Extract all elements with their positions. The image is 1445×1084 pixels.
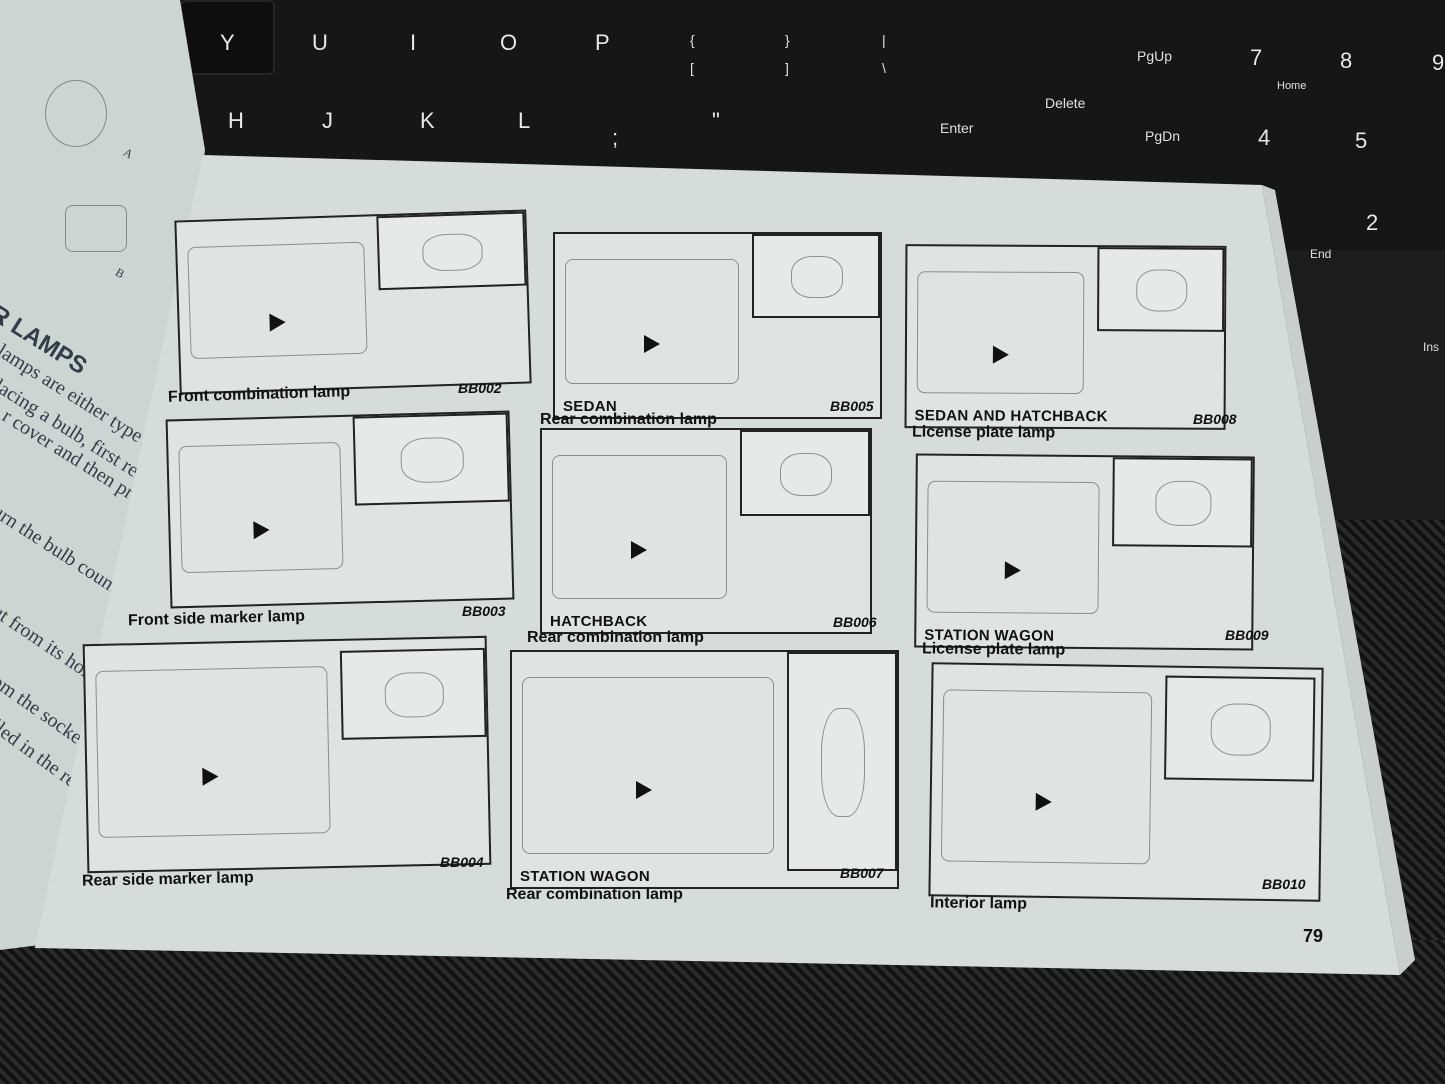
figure-caption: Rear side marker lamp [81, 869, 254, 890]
arrow-icon [202, 767, 219, 786]
illustration-panel [165, 410, 515, 609]
bulb-detail-inset [787, 652, 897, 871]
vehicle-sketch [940, 689, 1153, 865]
bulb-detail-inset [740, 430, 870, 516]
key-label: PgDn [1145, 128, 1181, 144]
arrow-icon [992, 345, 1009, 364]
key-label: ] [785, 60, 789, 76]
figure-code: BB006 [833, 614, 877, 630]
vehicle-sketch [916, 271, 1085, 395]
variant-label: HATCHBACK [550, 613, 648, 630]
figure-code: BB002 [458, 380, 502, 396]
bulb-sketch [1210, 703, 1272, 757]
arrow-icon [1004, 561, 1021, 580]
key-label: " [712, 108, 720, 133]
bulb-diagram-b [65, 205, 127, 252]
key-label: J [322, 108, 333, 133]
variant-label: SEDAN AND HATCHBACK [914, 407, 1108, 426]
figure-code: BB003 [462, 603, 506, 619]
key-label: Ins [1423, 340, 1440, 354]
key-label: I [410, 30, 417, 55]
figure-code: BB008 [1193, 411, 1237, 427]
key-label: O [500, 30, 518, 55]
bulb-diagram-a [45, 80, 107, 147]
key-label: Home [1277, 80, 1307, 92]
key-label: 8 [1340, 48, 1353, 73]
key-label: H [228, 108, 244, 133]
illustration-panel: SEDAN [553, 232, 882, 419]
key-label: 2 [1366, 210, 1379, 235]
arrow-icon [636, 781, 652, 799]
arrow-icon [1035, 792, 1052, 811]
illustration-panel: HATCHBACK [540, 428, 872, 634]
key-label: End [1310, 247, 1332, 261]
arrow-icon [644, 335, 660, 353]
key-label: Delete [1045, 95, 1086, 111]
figure-caption: Interior lamp [929, 894, 1028, 913]
arrow-icon [631, 541, 647, 559]
bulb-sketch [820, 707, 866, 818]
key-label: Enter [940, 120, 974, 136]
bulb-sketch [779, 452, 833, 496]
bulb-detail-inset [1097, 247, 1225, 332]
key [180, 0, 275, 75]
bulb-detail-inset [1164, 675, 1316, 782]
vehicle-sketch [522, 677, 774, 854]
illustration-panel [82, 635, 492, 874]
figure-code: BB004 [440, 854, 484, 870]
figure-code: BB009 [1225, 627, 1269, 643]
bulb-detail-inset [752, 234, 880, 318]
key-label: L [518, 108, 531, 133]
figure-caption: Rear combination lamp [527, 629, 704, 646]
bulb-detail-inset [339, 647, 487, 740]
vehicle-sketch [95, 666, 331, 838]
figure-code: BB005 [830, 398, 874, 414]
key-label: { [690, 32, 695, 48]
vehicle-sketch [187, 241, 368, 360]
page-number: 79 [1303, 926, 1324, 946]
illustration-panel [174, 209, 532, 395]
figure-caption: License plate lamp [921, 640, 1066, 659]
bulb-sketch [422, 232, 483, 272]
vehicle-sketch [178, 441, 344, 574]
key-label: \ [882, 60, 886, 76]
variant-label: SEDAN [563, 398, 618, 415]
figure-caption: Rear combination lamp [506, 886, 683, 903]
bulb-sketch [791, 256, 843, 298]
key-label: 7 [1250, 45, 1263, 70]
key-label: } [785, 32, 790, 48]
key-label: Y [220, 30, 235, 55]
key-label: P [595, 30, 610, 55]
figure-code: BB010 [1262, 876, 1306, 892]
key-label: K [420, 108, 435, 133]
vehicle-sketch [552, 455, 727, 599]
figure-caption: Rear combination lamp [540, 411, 717, 428]
bulb-sketch [1155, 480, 1212, 526]
arrow-icon [269, 313, 286, 332]
bulb-detail-inset [352, 412, 510, 506]
illustration-panel [928, 662, 1324, 902]
key-label: [ [690, 60, 694, 76]
key-label: 5 [1355, 128, 1368, 153]
bulb-sketch [400, 437, 464, 484]
key-label: U [312, 30, 328, 55]
bulb-detail-inset [1112, 457, 1253, 548]
key-label: | [882, 32, 886, 48]
bulb-sketch [384, 671, 444, 718]
figure-caption: License plate lamp [911, 423, 1056, 442]
bulb-sketch [1136, 269, 1188, 312]
vehicle-sketch [926, 480, 1100, 615]
vehicle-sketch [565, 259, 739, 384]
illustration-panel: STATION WAGON [914, 453, 1255, 651]
key-label: PgUp [1137, 48, 1173, 64]
illustration-panel: SEDAN AND HATCHBACK [904, 244, 1227, 430]
key-label: 9 [1432, 50, 1445, 75]
arrow-icon [253, 520, 270, 540]
illustration-panel: STATION WAGON [510, 650, 899, 889]
figure-code: BB007 [840, 865, 884, 881]
variant-label: STATION WAGON [520, 868, 651, 885]
key-label: ; [612, 125, 619, 150]
bulb-detail-inset [376, 211, 527, 291]
key-label: 4 [1258, 125, 1271, 150]
